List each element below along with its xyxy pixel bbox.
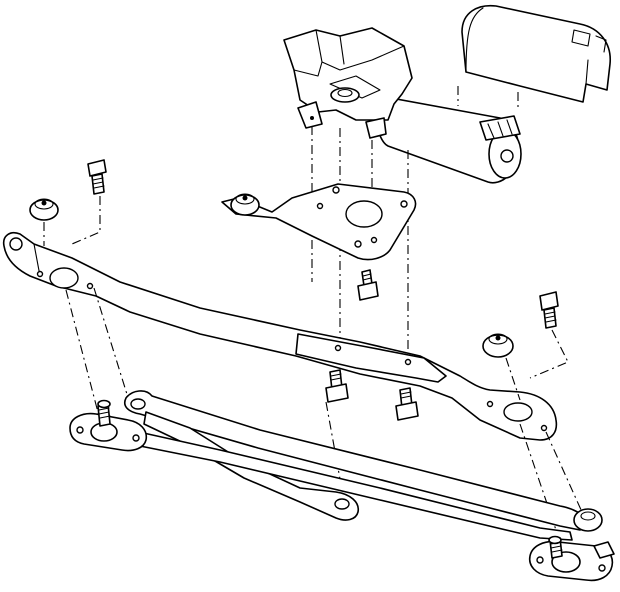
pivot-alignment-line bbox=[93, 287, 131, 405]
wiper-motor bbox=[283, 27, 522, 184]
motor-cover bbox=[461, 4, 611, 103]
linkage-arms bbox=[124, 390, 603, 541]
rubber-grommet bbox=[482, 333, 514, 358]
mounting-bolt bbox=[357, 269, 379, 301]
grommet-alignment-line bbox=[505, 357, 521, 401]
mounting-bolt bbox=[539, 291, 559, 329]
pivot-assembly bbox=[528, 535, 615, 582]
motor-shaft-end bbox=[500, 149, 514, 163]
rubber-grommet bbox=[230, 193, 260, 216]
pivot-alignment-line bbox=[325, 401, 343, 491]
rubber-grommet bbox=[29, 198, 59, 221]
bolt-alignment-line bbox=[71, 196, 101, 245]
bolt-alignment-line bbox=[529, 329, 569, 379]
pivot-alignment-line bbox=[545, 431, 583, 513]
bar-center-hole bbox=[49, 267, 79, 289]
bracket-shaft-hole bbox=[345, 200, 383, 228]
pivot-assembly bbox=[69, 399, 148, 452]
support-bar bbox=[2, 231, 558, 441]
bar-end-hole bbox=[503, 402, 533, 422]
mounting-bolt bbox=[325, 369, 349, 403]
mounting-bolt bbox=[395, 387, 419, 421]
motor-mounting-bracket bbox=[221, 183, 417, 261]
pivot-alignment-line bbox=[65, 289, 101, 421]
mounting-bolt bbox=[87, 159, 107, 195]
